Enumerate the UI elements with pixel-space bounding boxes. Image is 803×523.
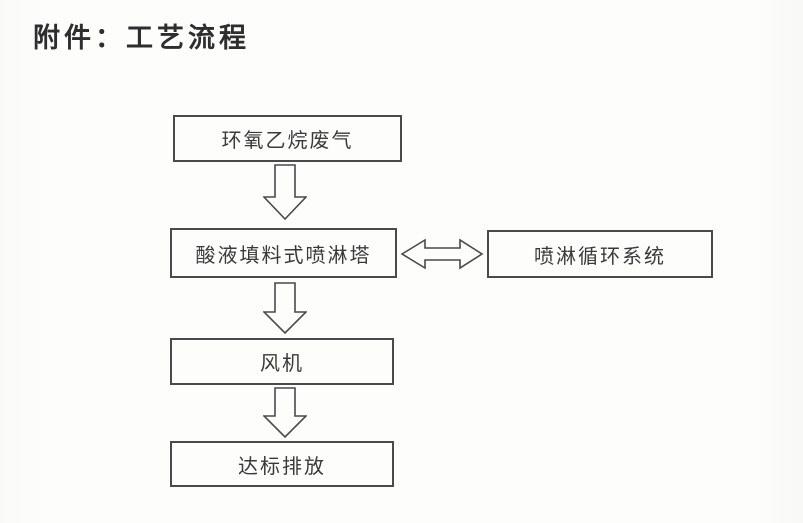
flow-node-label: 酸液填料式喷淋塔	[195, 242, 372, 267]
flow-node-fan: 风机	[170, 338, 394, 385]
flow-node-waste-gas: 环氧乙烷废气	[173, 115, 402, 162]
down-arrow-icon	[263, 164, 307, 221]
flow-node-label: 风机	[260, 351, 304, 375]
double-arrow-icon	[400, 238, 484, 271]
page-title: 附件：工艺流程	[33, 23, 250, 54]
flow-node-label: 环氧乙烷废气	[221, 128, 354, 152]
flow-node-discharge: 达标排放	[170, 441, 394, 487]
flow-node-label: 达标排放	[238, 453, 326, 478]
down-arrow-icon	[263, 387, 307, 439]
flow-node-spray-tower: 酸液填料式喷淋塔	[170, 228, 397, 278]
down-arrow-icon	[263, 282, 307, 335]
flow-node-label: 喷淋循环系统	[534, 243, 666, 268]
flow-node-circulation: 喷淋循环系统	[487, 230, 713, 278]
